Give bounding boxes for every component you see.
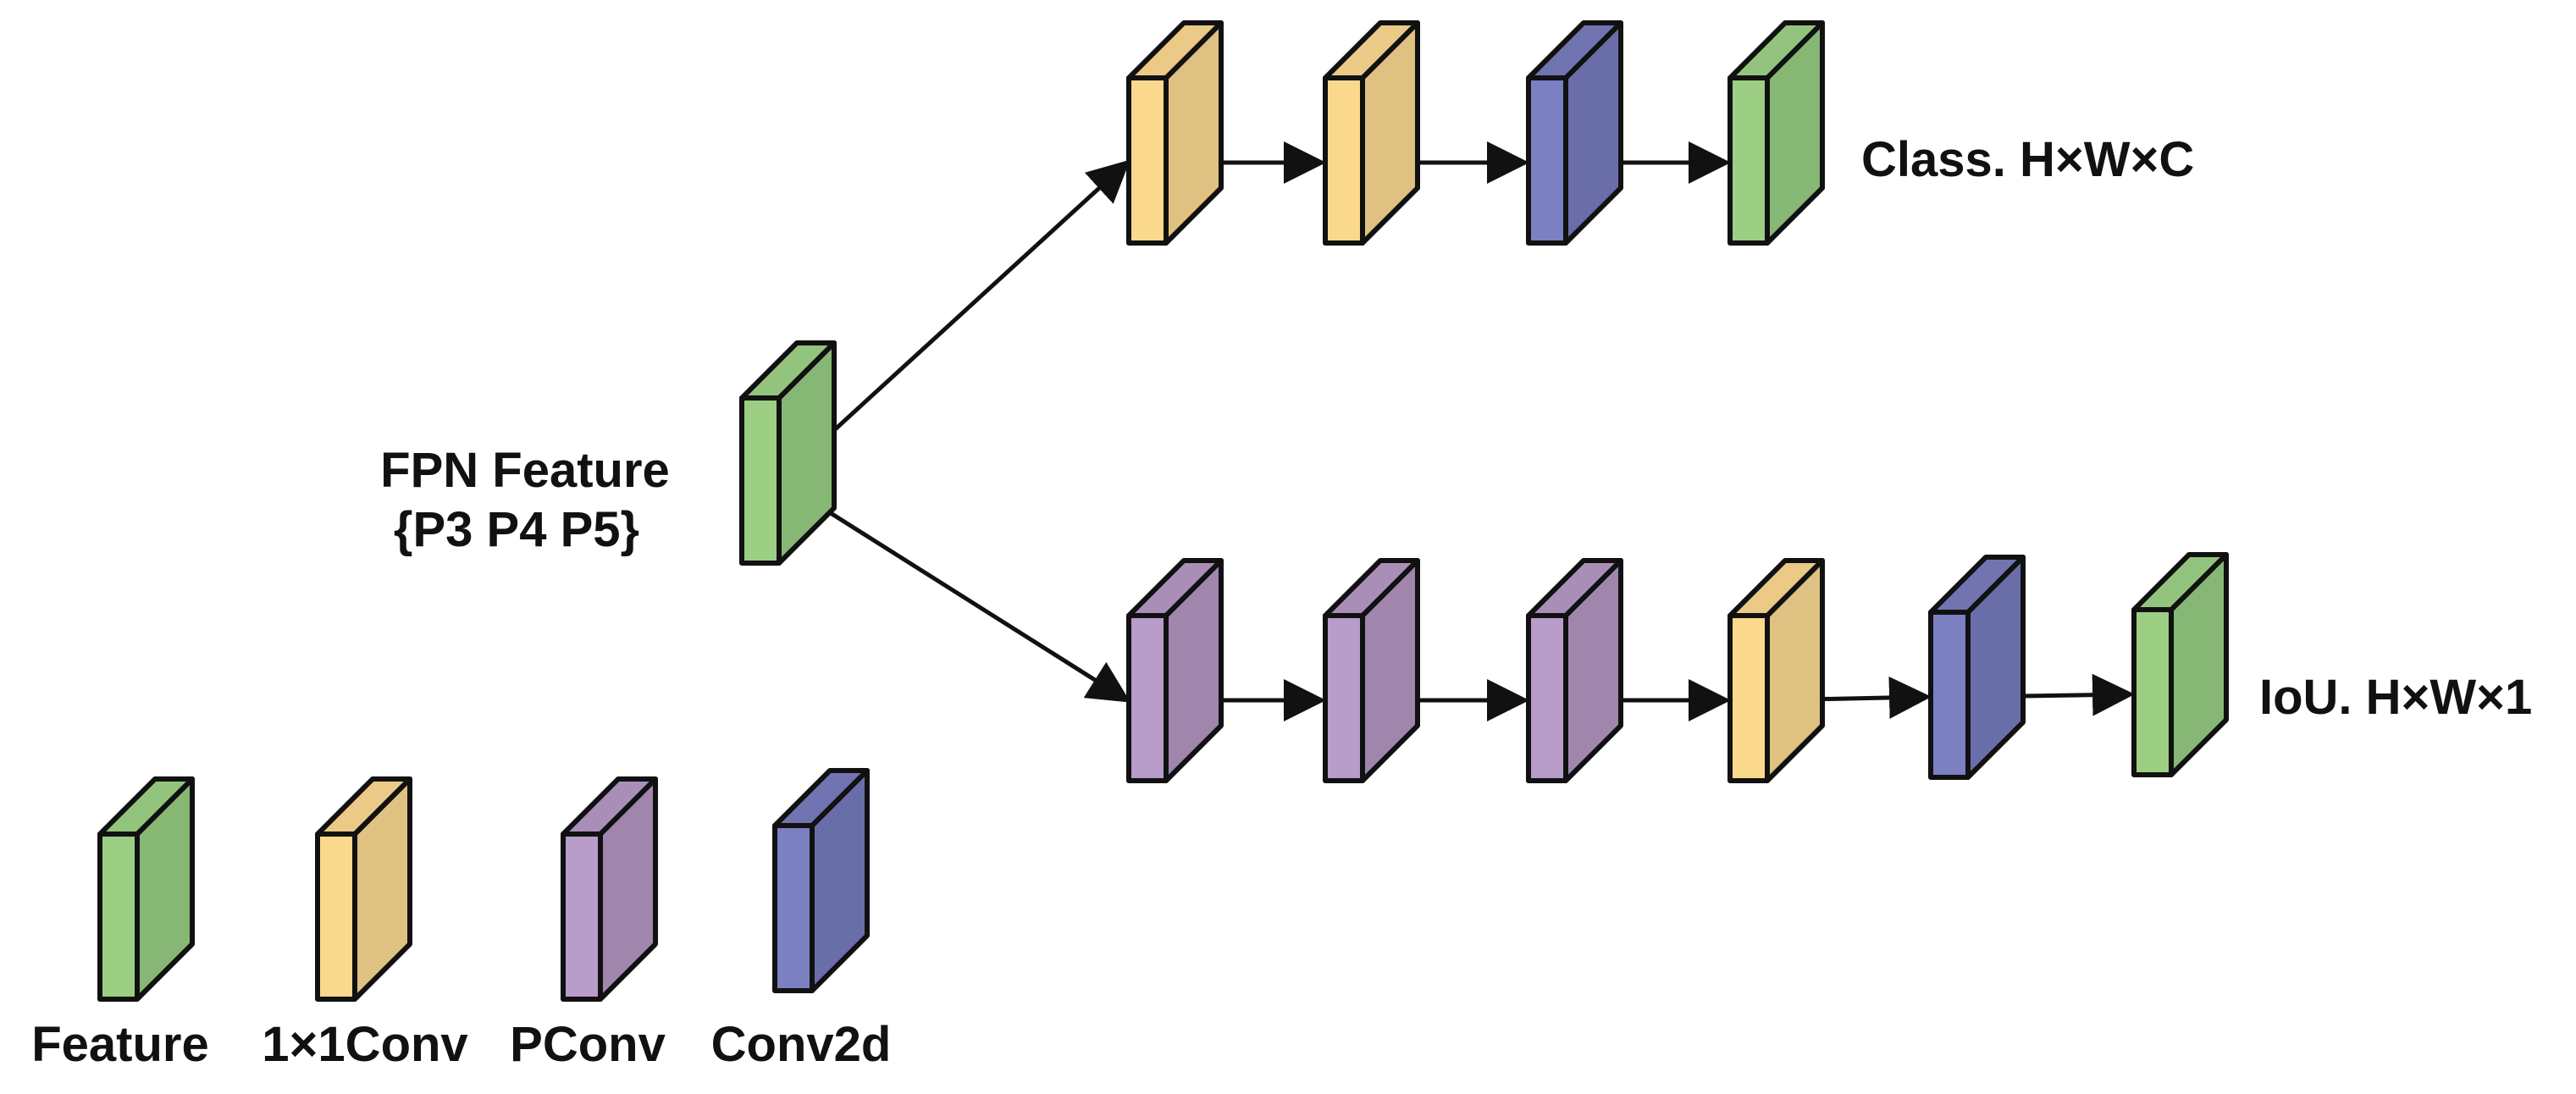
class-block-1-front (1126, 75, 1169, 246)
iou-block-3 (1526, 558, 1623, 783)
legend-block-conv2d-front (772, 823, 815, 993)
arrow-input-to-iou (777, 478, 1131, 703)
legend-block-pconv-front (561, 832, 603, 1002)
blocks (97, 20, 2229, 1002)
legend-block-conv2d (772, 768, 870, 993)
iou-block-6-front (2131, 607, 2174, 777)
legend-label-conv1x1: 1×1Conv (262, 1017, 467, 1072)
legend-label-pconv: PConv (510, 1017, 666, 1072)
input-label-line2: {P3 P4 P5} (394, 502, 639, 557)
legend-block-feature (97, 776, 195, 1002)
iou-block-1-front (1126, 613, 1169, 783)
input-feature-block (739, 340, 837, 566)
legend-label-feature: Feature (31, 1017, 209, 1072)
class-block-4 (1727, 20, 1825, 246)
class-block-4-front (1727, 75, 1770, 246)
class-block-2 (1323, 20, 1420, 246)
legend-block-pconv (561, 776, 658, 1002)
iou-block-2-front (1323, 613, 1365, 783)
input-feature-block-front (739, 395, 782, 566)
input-label-line1: FPN Feature (380, 443, 670, 498)
class-block-1 (1126, 20, 1224, 246)
arrows (777, 141, 2135, 721)
iou-block-4 (1727, 558, 1825, 783)
legend-block-conv1x1 (315, 776, 412, 1002)
class-block-3 (1526, 20, 1623, 246)
class-output-label: Class. H×W×C (1861, 132, 2194, 187)
legend-block-feature-front (97, 832, 140, 1002)
class-block-2-front (1323, 75, 1365, 246)
arrow-input-to-class (777, 159, 1130, 483)
iou-block-3-front (1526, 613, 1568, 783)
iou-block-4-front (1727, 613, 1770, 783)
iou-output-label: IoU. H×W×1 (2259, 670, 2532, 725)
legend-label-conv2d: Conv2d (711, 1017, 892, 1072)
iou-block-5-front (1928, 610, 1971, 780)
iou-block-2 (1323, 558, 1420, 783)
iou-block-1 (1126, 558, 1224, 783)
iou-block-6 (2131, 552, 2229, 777)
legend-block-conv1x1-front (315, 832, 357, 1002)
class-block-3-front (1526, 75, 1568, 246)
iou-block-5 (1928, 555, 2026, 780)
